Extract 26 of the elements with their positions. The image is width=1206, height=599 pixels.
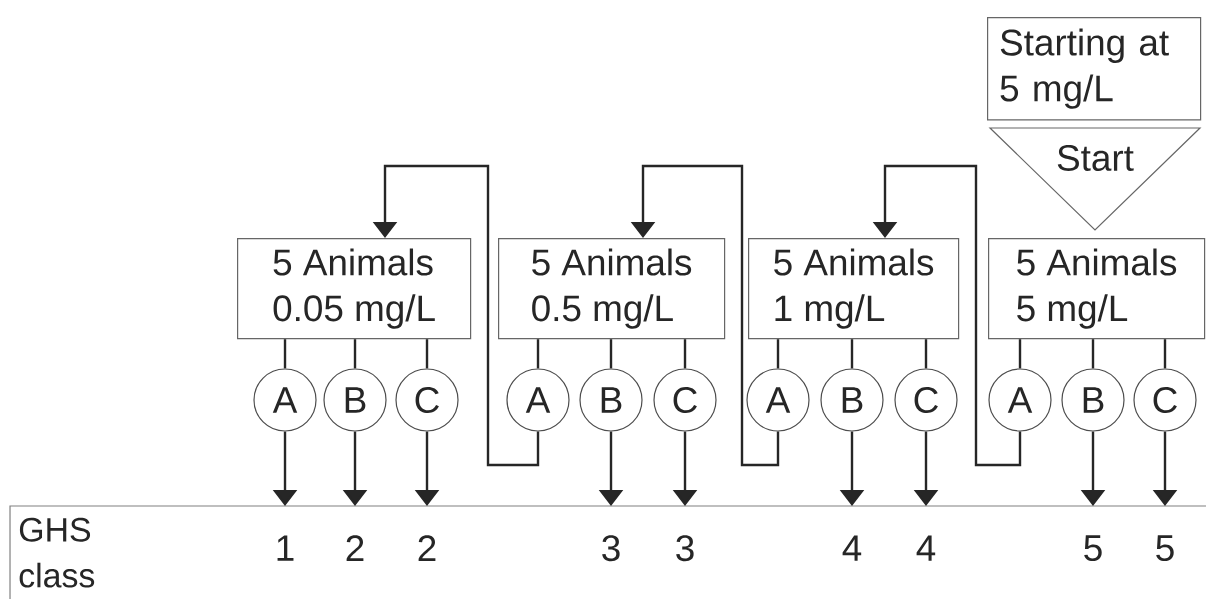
- dose-box: 5 Animals 0.05 mg/L: [237, 238, 472, 340]
- connector-line: [536, 339, 540, 369]
- class-number: 1: [277, 535, 294, 561]
- note-box: Starting at 5 mg/L: [987, 17, 1202, 121]
- connector-line: [283, 339, 287, 369]
- class-number: 4: [842, 535, 862, 561]
- connector-line: [1018, 339, 1022, 369]
- connector-line: [1163, 339, 1167, 369]
- connector-line: [683, 339, 687, 369]
- class-number: 5: [1084, 535, 1102, 562]
- connector-line: [850, 339, 854, 369]
- class-number: 5: [1156, 535, 1174, 562]
- connector-line: [924, 339, 928, 369]
- class-number: 3: [602, 535, 620, 562]
- class-number: 3: [676, 535, 694, 562]
- class-number: 2: [346, 535, 364, 562]
- connector-line: [1091, 339, 1095, 369]
- connector-line: [609, 339, 613, 369]
- connector-line: [425, 339, 429, 369]
- connector-line: [353, 339, 357, 369]
- class-number: 4: [916, 535, 936, 561]
- connector-line: [776, 339, 780, 369]
- dose-box: 5 Animals 5 mg/L: [988, 238, 1206, 340]
- class-number: 2: [418, 535, 436, 562]
- dose-box: 5 Animals 1 mg/L: [748, 238, 960, 340]
- dose-box: 5 Animals 0.5 mg/L: [498, 238, 726, 340]
